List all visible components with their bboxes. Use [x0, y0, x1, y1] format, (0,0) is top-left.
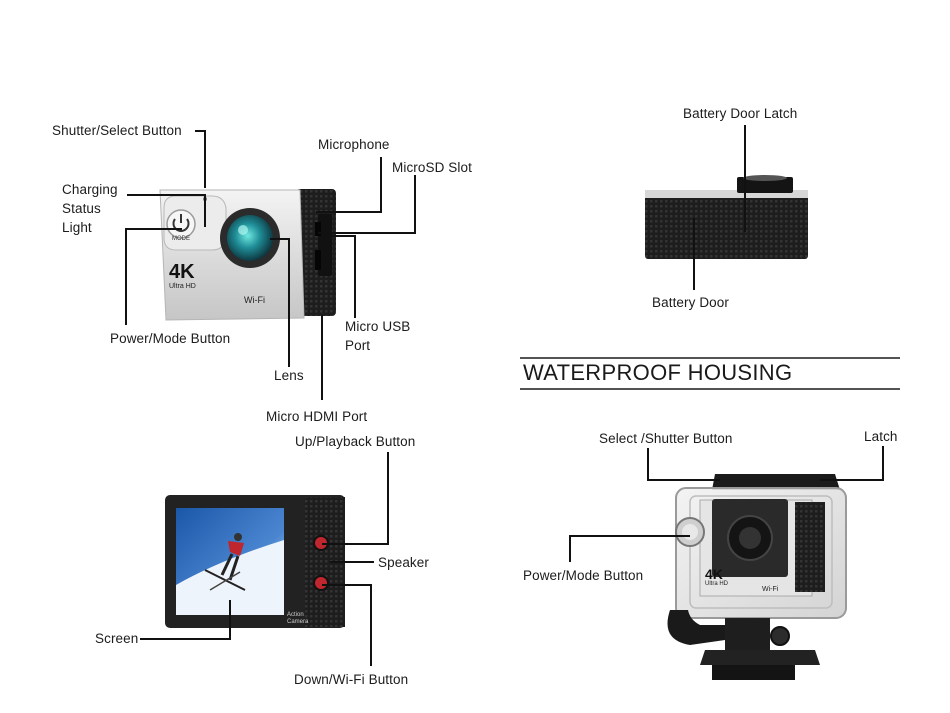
lens-glass	[227, 215, 273, 261]
label-microsd-slot: MicroSD Slot	[392, 160, 472, 175]
label-battery-door: Battery Door	[652, 295, 729, 310]
battery-door-body	[645, 192, 808, 259]
label-battery-door-latch: Battery Door Latch	[683, 106, 798, 121]
housing-mount	[725, 618, 770, 660]
housing-camera-ultrahd-text: Ultra HD	[705, 581, 729, 587]
down-wifi-button-shape	[313, 575, 329, 591]
camera-front-4k-text: 4K	[169, 261, 195, 283]
label-up-playback-button: Up/Playback Button	[295, 434, 416, 449]
camera-back-brand-text: Action Camera	[287, 612, 309, 625]
camera-front-mode-text: MODE	[172, 236, 190, 242]
label-housing-latch: Latch	[864, 429, 898, 444]
camera-front-ultrahd-text: Ultra HD	[169, 283, 196, 290]
label-down-wifi-button: Down/Wi-Fi Button	[294, 672, 409, 687]
skier-figure	[234, 533, 242, 541]
camera-front-wifi-text: Wi-Fi	[244, 295, 265, 305]
power-mode-button-shape	[166, 209, 196, 239]
label-micro-hdmi-port: Micro HDMI Port	[266, 409, 368, 424]
label-lens: Lens	[274, 368, 304, 383]
label-housing-power-mode-button: Power/Mode Button	[523, 568, 644, 583]
label-speaker: Speaker	[378, 555, 429, 570]
label-screen: Screen	[95, 631, 139, 646]
camera-front-illustration	[159, 189, 336, 321]
port-flap	[318, 214, 332, 276]
housing-camera-4k-text: 4K	[705, 566, 723, 582]
waterproof-housing-illustration	[667, 474, 847, 680]
label-micro-usb-port: Micro USB Port	[345, 319, 411, 353]
power-icon	[172, 218, 190, 232]
leader-lines	[125, 125, 884, 666]
label-charging-status-light: Charging Status Light	[62, 182, 118, 235]
housing-latch-shape	[712, 474, 840, 490]
label-microphone: Microphone	[318, 137, 390, 152]
camera-back-illustration	[165, 495, 345, 628]
label-power-mode-button: Power/Mode Button	[110, 331, 231, 346]
section-title-waterproof-housing: WATERPROOF HOUSING	[523, 360, 793, 385]
battery-door-latch-shape	[737, 177, 793, 193]
label-shutter-select-button: Shutter/Select Button	[52, 123, 182, 138]
housing-camera-wifi-text: Wi-Fi	[762, 586, 779, 593]
label-housing-select-shutter-button: Select /Shutter Button	[599, 431, 733, 446]
camera-battery-side-illustration	[645, 175, 808, 259]
